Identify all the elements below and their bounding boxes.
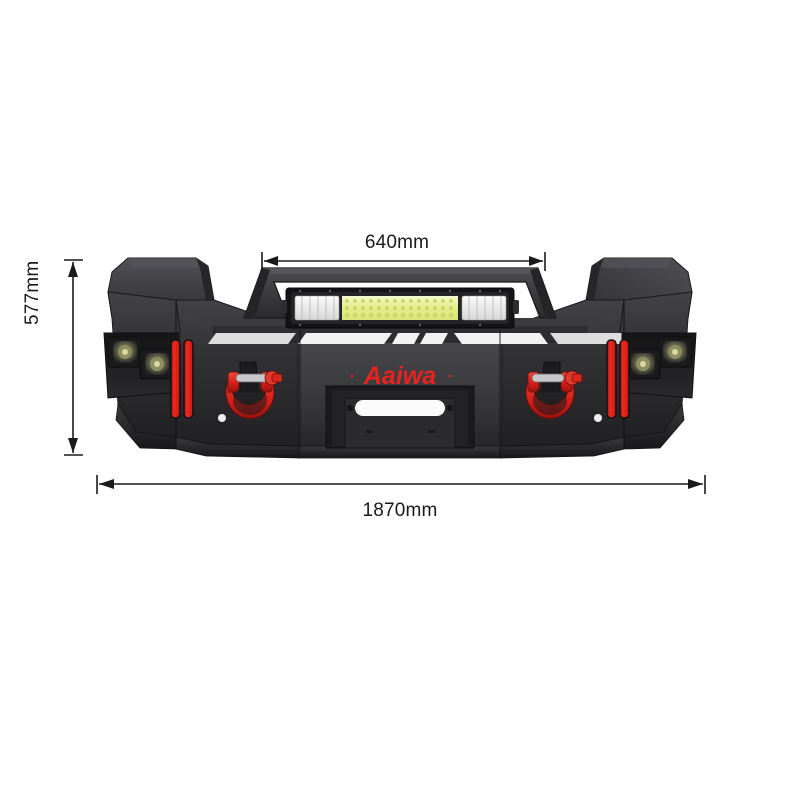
dimension-line-1870: [96, 475, 706, 494]
fog-light-pod: [139, 348, 175, 380]
fog-light-pod: [107, 336, 143, 368]
brand-logo: Aaiwa: [350, 362, 452, 390]
dimension-label-height: 577mm: [22, 260, 43, 325]
winch-fairlead: [325, 385, 475, 449]
fog-light-pod: [625, 348, 661, 380]
red-accent-strips-right: [606, 339, 630, 419]
brand-logo-text: Aaiwa: [363, 362, 436, 390]
dimension-line-577: [64, 259, 83, 456]
fog-light-pods-left: [103, 332, 179, 399]
vent-slots: [208, 333, 638, 344]
d-ring-shackle-right: [525, 361, 602, 422]
led-light-bar: [281, 287, 519, 329]
d-ring-shackle-left: [218, 361, 283, 422]
red-accent-strips-left: [170, 339, 194, 419]
dimension-label-width-overall: 1870mm: [362, 500, 438, 521]
dimension-label-width-top: 640mm: [364, 232, 430, 253]
dimension-line-640: [261, 252, 546, 271]
